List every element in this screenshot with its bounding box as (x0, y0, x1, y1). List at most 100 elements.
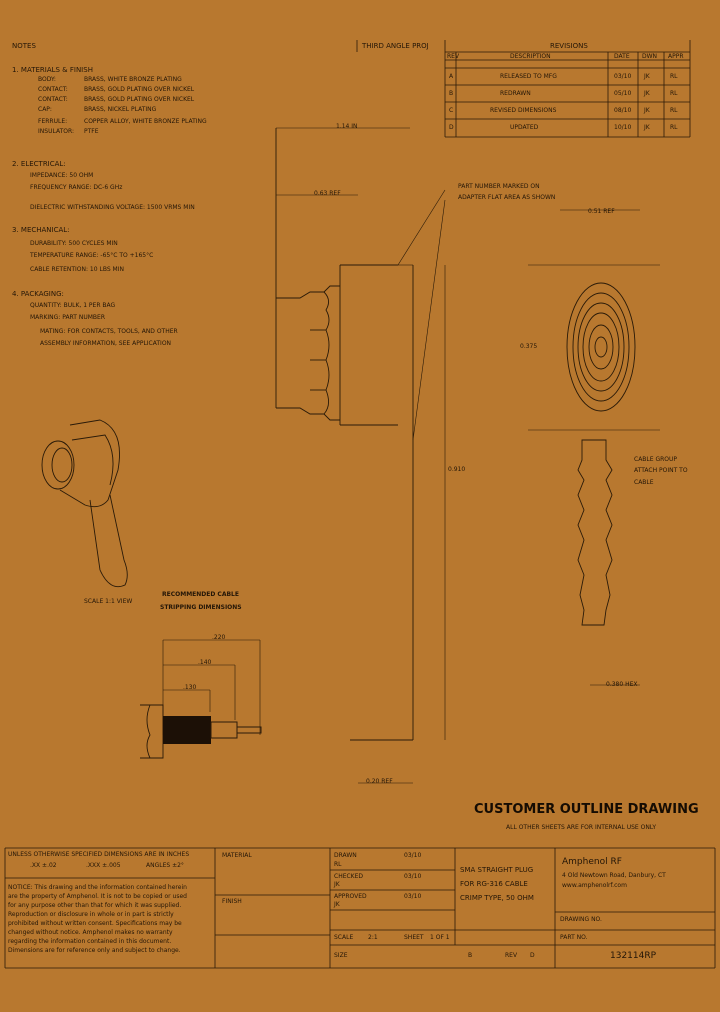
material-label: CONTACT: (38, 96, 68, 103)
dim-bottom: 0.20 REF (366, 778, 393, 785)
date-col-header: DATE (614, 53, 630, 60)
description-line: SMA STRAIGHT PLUG (460, 866, 534, 874)
dwn-cell: JK (644, 107, 650, 114)
connector-end-view (528, 209, 660, 431)
approved-date: 03/10 (404, 893, 422, 900)
material-value: BRASS, GOLD PLATING OVER NICKEL (84, 86, 195, 93)
view-label: SCALE 1:1 VIEW (84, 598, 133, 605)
strip-dim: .220 (212, 634, 226, 641)
company-web: www.amphenolrf.com (562, 882, 627, 889)
appr-cell: RL (670, 90, 678, 97)
cable-callout-line2: ATTACH POINT TO (634, 467, 688, 474)
dwn-col-header: DWN (642, 53, 658, 60)
rev-cell: D (449, 124, 454, 131)
marking-callout-line1: PART NUMBER MARKED ON (458, 183, 540, 190)
scale-value: 2:1 (368, 934, 378, 941)
dim-top-width: 1.14 IN (336, 123, 358, 130)
scale-label: SCALE (334, 934, 354, 941)
company-name: Amphenol RF (562, 857, 622, 867)
dim-upper: 0.63 REF (314, 190, 341, 197)
electrical-item: FREQUENCY RANGE: DC-6 GHz (30, 184, 123, 191)
dim-hex: 0.380 HEX (606, 681, 638, 688)
packaging-title: 4. PACKAGING: (12, 290, 64, 298)
checked-date: 03/10 (404, 873, 422, 880)
material-label: BODY: (38, 76, 56, 83)
material-value: COPPER ALLOY, WHITE BRONZE PLATING (84, 118, 207, 125)
strip-dim: .140 (198, 659, 212, 666)
material-value: PTFE (84, 128, 99, 135)
dim-right-side: 0.375 (520, 343, 538, 350)
revisions-title: REVISIONS (550, 42, 588, 50)
disclaimer-line: changed without notice. Amphenol makes n… (8, 929, 173, 936)
electrical-item: DIELECTRIC WITHSTANDING VOLTAGE: 1500 VR… (30, 204, 195, 211)
checked-label: CHECKED (334, 873, 364, 880)
revision-table-lines (356, 40, 691, 138)
approved-by: JK (334, 901, 340, 908)
desc-cell: RELEASED TO MFG (500, 73, 557, 80)
size-label: SIZE (334, 952, 348, 959)
drawing-title: CUSTOMER OUTLINE DRAWING (474, 802, 699, 817)
material-label: CAP: (38, 106, 52, 113)
packaging-item: ASSEMBLY INFORMATION, SEE APPLICATION (40, 340, 172, 347)
title-block-lines (4, 847, 716, 969)
disclaimer-line: prohibited without written consent. Spec… (8, 920, 182, 927)
checked-by: JK (334, 881, 340, 888)
appr-cell: RL (670, 124, 678, 131)
material-label: MATERIAL (222, 852, 252, 859)
drawn-by: RL (334, 861, 342, 868)
desc-cell: UPDATED (510, 124, 539, 131)
rev-cell: B (449, 90, 454, 97)
materials-title: 1. MATERIALS & FINISH (12, 66, 93, 74)
material-value: BRASS, NICKEL PLATING (84, 106, 157, 113)
rev-value: D (530, 952, 535, 959)
material-label: INSULATOR: (38, 128, 74, 135)
desc-cell: REVISED DIMENSIONS (490, 107, 557, 114)
tolerance-header: UNLESS OTHERWISE SPECIFIED DIMENSIONS AR… (8, 851, 190, 858)
date-cell: 10/10 (614, 124, 632, 131)
connector-isometric (41, 419, 128, 588)
mechanical-title: 3. MECHANICAL: (12, 226, 70, 234)
cable-callout-line3: CABLE (634, 479, 654, 486)
appr-col-header: APPR (668, 53, 684, 60)
disclaimer-line: Dimensions are for reference only and su… (8, 947, 181, 954)
projection-note: THIRD ANGLE PROJ (362, 42, 429, 50)
material-label: FERRULE: (38, 118, 68, 125)
dim-height: 0.910 (448, 466, 466, 473)
size-value: B (468, 952, 473, 959)
rev-col-header: REV (447, 53, 460, 60)
strip-dim: .130 (183, 684, 197, 691)
electrical-item: IMPEDANCE: 50 OHM (30, 172, 94, 179)
tolerance-value: ANGLES ±2° (146, 862, 184, 869)
date-cell: 08/10 (614, 107, 632, 114)
packaging-item: MARKING: PART NUMBER (30, 314, 105, 321)
dim-right-top: 0.51 REF (588, 208, 615, 215)
drawn-date: 03/10 (404, 852, 422, 859)
disclaimer-line: for any purpose other than that for whic… (8, 902, 182, 909)
date-cell: 03/10 (614, 73, 632, 80)
desc-cell: REDRAWN (500, 90, 531, 97)
stripping-title-line1: RECOMMENDED CABLE (162, 591, 239, 598)
marking-callout-line2: ADAPTER FLAT AREA AS SHOWN (458, 194, 556, 201)
sheet-label: SHEET (404, 934, 424, 941)
mechanical-item: CABLE RETENTION: 10 LBS MIN (30, 266, 124, 273)
mechanical-item: TEMPERATURE RANGE: -65°C TO +165°C (30, 252, 154, 259)
packaging-item: MATING: FOR CONTACTS, TOOLS, AND OTHER (40, 328, 178, 335)
rev-cell: A (449, 73, 454, 80)
company-address: 4 Old Newtown Road, Danbury, CT (562, 872, 666, 879)
stripping-diagram (140, 639, 262, 759)
dwn-cell: JK (644, 124, 650, 131)
material-value: BRASS, WHITE BRONZE PLATING (84, 76, 182, 83)
connector-side-view (275, 127, 446, 784)
appr-cell: RL (670, 107, 678, 114)
dwn-cell: JK (644, 90, 650, 97)
disclaimer-line: regarding the information contained in t… (8, 938, 172, 945)
appr-cell: RL (670, 73, 678, 80)
sheet-value: 1 OF 1 (430, 934, 450, 941)
drawing-no-label: DRAWING NO. (560, 916, 602, 923)
approved-label: APPROVED (334, 893, 367, 900)
rev-cell: C (449, 107, 454, 114)
material-value: BRASS, GOLD PLATING OVER NICKEL (84, 96, 195, 103)
tolerance-value: .XX ±.02 (30, 862, 57, 869)
